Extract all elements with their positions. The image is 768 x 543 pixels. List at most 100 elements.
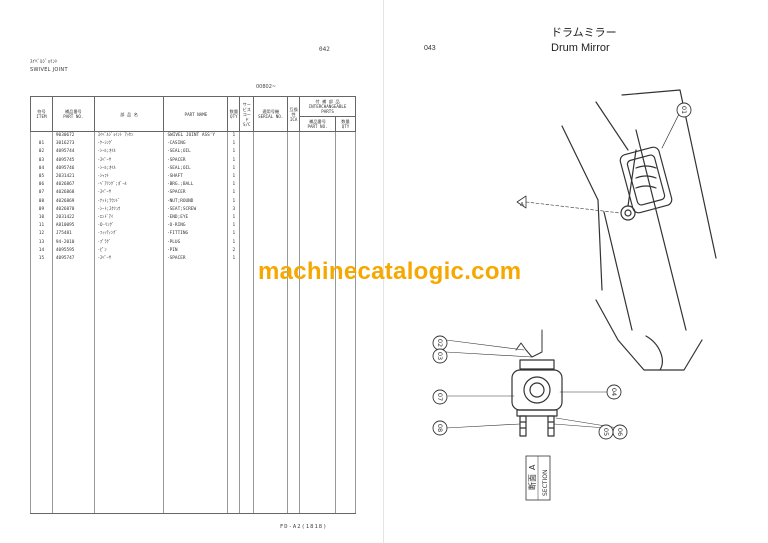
row-ic-part-no [299, 197, 336, 206]
row-ica [287, 156, 301, 165]
row-item: 04 [30, 164, 53, 174]
bracket-housing [511, 369, 563, 411]
row-part-no: 3016273 [51, 140, 95, 149]
callout-04: 04 [606, 384, 622, 400]
diagram-title-jp: ドラムミラー [551, 26, 617, 39]
row-name-jp: ･ｴﾝﾄﾞｱｲ [93, 214, 165, 223]
empty-cell [239, 263, 255, 514]
header-name-jp: 部 品 名 [93, 96, 165, 132]
mirror-stay-knob [620, 205, 636, 221]
watermark: machinecatalogic.com [258, 258, 522, 285]
row-ic-qty [334, 140, 357, 149]
svg-text:03: 03 [436, 352, 444, 360]
row-ica [287, 222, 301, 231]
section-label-en: SECTION [542, 470, 549, 496]
row-service-code [239, 140, 255, 149]
svg-text:01: 01 [680, 106, 688, 114]
row-serial [253, 148, 289, 157]
row-part-no: 94-2010 [51, 238, 95, 247]
right-catalog-page: 043 ドラムミラー Drum Mirror [384, 0, 768, 543]
mirror-glass [626, 154, 666, 206]
empty-cell [30, 263, 53, 514]
row-ic-part-no [299, 131, 336, 141]
row-part-no: 4095747 [51, 255, 95, 264]
mirror-frame [619, 146, 673, 214]
section-a-label: 断面 A SECTION [525, 455, 551, 501]
leader-01 [661, 111, 681, 149]
page-number-right: 043 [424, 45, 436, 52]
row-service-code [239, 238, 255, 247]
boom-inner-edge [561, 125, 603, 291]
row-service-code [239, 189, 255, 198]
row-service-code [239, 148, 255, 157]
row-name-en: ･SEAL;OIL [163, 164, 229, 174]
callout-07: 07 [432, 389, 448, 405]
bolt-right [547, 415, 555, 437]
bracket-arm [515, 329, 543, 358]
mirror-stay-knob-center [624, 209, 632, 217]
bracket-shaft [529, 382, 545, 398]
row-part-no: 4026870 [51, 205, 95, 215]
row-name-en: ･FITTING [163, 230, 229, 239]
row-name-en: ･BRG.;BALL [163, 181, 229, 190]
row-name-en: ･PIN [163, 246, 229, 256]
row-ica [287, 164, 301, 174]
row-ic-part-no [299, 140, 336, 149]
boom-edge-2 [603, 211, 633, 331]
boom-foot-curve [645, 335, 663, 371]
row-item: 07 [30, 189, 53, 198]
row-part-no: 4026867 [51, 181, 95, 190]
row-serial [253, 131, 289, 141]
row-name-jp: ･ｼｰﾙ;ｵｲﾙ [93, 164, 165, 174]
section-title-en: SWIVEL JOINT [30, 67, 68, 73]
view-a-line [525, 201, 621, 214]
row-name-en: ･SEAT;SCREW [163, 205, 229, 215]
svg-text:02: 02 [436, 339, 444, 347]
row-ica [287, 255, 301, 264]
row-name-jp: ｽｲﾍﾞﾙｼﾞｮｲﾝﾄ ｱｯｾﾝ [93, 131, 165, 141]
row-serial [253, 238, 289, 247]
leader-03 [445, 351, 533, 358]
svg-text:08: 08 [436, 424, 444, 432]
row-qty: 1 [227, 164, 241, 174]
row-serial [253, 173, 289, 182]
row-ic-part-no [299, 156, 336, 165]
row-ic-qty [334, 197, 357, 206]
boom-outline [621, 89, 717, 259]
callout-01: 01 [676, 102, 692, 118]
svg-text:07: 07 [436, 393, 444, 401]
row-service-code [239, 230, 255, 239]
row-name-en: ･SHAFT [163, 173, 229, 182]
leader-05 [553, 423, 607, 429]
row-qty: 1 [227, 238, 241, 247]
row-ica [287, 214, 301, 223]
row-service-code [239, 156, 255, 165]
row-name-jp: ･ﾌｨｯﾃｨﾝｸﾞ [93, 230, 165, 239]
row-ic-qty [334, 189, 357, 198]
row-item: 02 [30, 148, 53, 157]
svg-text:05: 05 [602, 428, 610, 436]
row-name-en: ･NUT;ROUND [163, 197, 229, 206]
callout-08: 08 [432, 420, 448, 436]
bracket-bore [523, 376, 551, 404]
boom-edge-4 [595, 101, 629, 151]
row-part-no: 2031422 [51, 214, 95, 223]
callout-05: 05 [598, 424, 614, 440]
row-item: 06 [30, 181, 53, 190]
row-name-jp: ･ｼｰﾙ;ｵｲﾙ [93, 148, 165, 157]
row-service-code [239, 222, 255, 231]
empty-cell [93, 263, 165, 514]
svg-text:06: 06 [616, 428, 624, 436]
row-ic-qty [334, 148, 357, 157]
row-ic-part-no [299, 189, 336, 198]
row-ic-qty [334, 205, 357, 215]
